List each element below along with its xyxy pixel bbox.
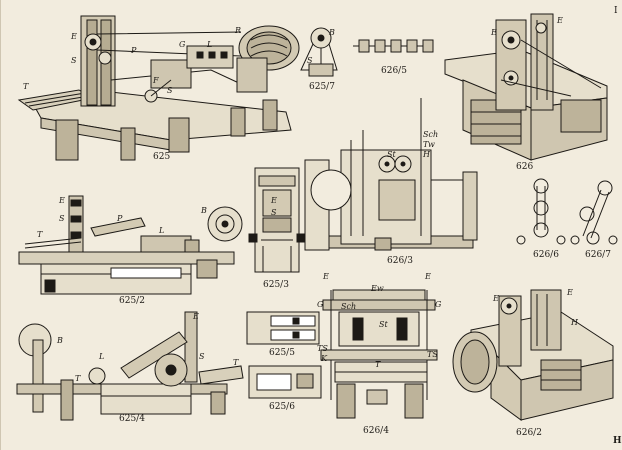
fig-625-4-letter-S: S: [199, 352, 205, 361]
figure-626-3-label: 626/3: [387, 256, 413, 266]
fig-626-4-letter-Ew: Ew: [371, 284, 384, 293]
figure-625-drawing: [17, 15, 300, 161]
fig-626-4-letter-K: K: [321, 354, 327, 363]
fig-625-letter-T: T: [23, 82, 29, 91]
fig-626-4-letter-G2: G: [435, 300, 442, 309]
fig-626-3-letter-Tw: Tw: [423, 140, 435, 149]
fig-626-4-letter-G: G: [317, 300, 324, 309]
figure-626-2-label: 626/2: [516, 428, 542, 438]
figure-625-7-label: 625/7: [309, 82, 335, 92]
figure-626-2-drawing: [452, 289, 614, 421]
figure-625-6-drawing: [248, 365, 322, 399]
figure-625-5-drawing: [246, 311, 320, 345]
figure-625-3-drawing: [248, 167, 306, 273]
fig-626-3-letter-H: H: [423, 150, 430, 159]
fig-626-4-letter-TS2: TS: [427, 350, 438, 359]
fig-625-letter-L: L: [207, 40, 213, 49]
fig-626-4-letter-Sch: Sch: [341, 302, 357, 311]
fig-625-letter-G: G: [179, 40, 186, 49]
fig-625-3-letter-E: E: [271, 196, 277, 205]
fig-626-2-letter-E2: E: [567, 288, 573, 297]
fig-625-4-letter-L: L: [99, 352, 105, 361]
corner-mark-bottom: H: [613, 436, 622, 446]
figure-625-2-label: 625/2: [119, 296, 145, 306]
figure-626-drawing: [444, 13, 608, 161]
figure-626-7-drawing: [570, 180, 618, 245]
figure-625-7-drawing: [300, 27, 338, 77]
fig-626-4-letter-E: E: [323, 272, 329, 281]
fig-625-letter-R: R: [235, 26, 242, 35]
figure-625-label: 625: [153, 152, 171, 162]
figure-626-5-drawing: [353, 39, 434, 53]
fig-625-letter-E: E: [71, 32, 77, 41]
fig-626-4-letter-TS: TS: [317, 344, 328, 353]
fig-625-letter-S: S: [71, 56, 77, 65]
fig-625-7-letter-S: S: [307, 56, 313, 65]
figure-625-4-label: 625/4: [119, 414, 145, 424]
fig-626-2-letter-H: H: [571, 318, 578, 327]
fig-626-4-letter-T: T: [375, 360, 381, 369]
fig-626-3-letter-St: St: [387, 150, 396, 159]
fig-626-letter-E: E: [491, 28, 497, 37]
figure-626-4-label: 626/4: [363, 426, 389, 436]
fig-625-2-letter-B: B: [201, 206, 207, 215]
fig-626-4-letter-E2: E: [425, 272, 431, 281]
figure-625-6-label: 625/6: [269, 402, 295, 412]
figure-625-3-label: 625/3: [263, 280, 289, 290]
fig-626-4-letter-A: A: [401, 326, 407, 335]
fig-625-letter-S2: S: [167, 86, 173, 95]
fig-625-2-letter-P: P: [117, 214, 123, 223]
figure-626-label: 626: [516, 162, 534, 172]
fig-625-4-letter-T2: T: [233, 358, 239, 367]
figure-626-4-drawing: [320, 289, 438, 419]
figure-626-7-label: 626/7: [585, 250, 611, 260]
fig-625-3-letter-S: S: [271, 208, 277, 217]
fig-625-4-letter-B: B: [57, 336, 63, 345]
figure-625-4-drawing: [16, 311, 244, 421]
fig-625-2-letter-E: E: [59, 196, 65, 205]
fig-625-letter-F: F: [153, 76, 159, 85]
fig-626-4-letter-St: St: [379, 320, 388, 329]
fig-625-4-letter-T: T: [75, 374, 81, 383]
fig-626-letter-E2: E: [557, 16, 563, 25]
figure-626-6-label: 626/6: [533, 250, 559, 260]
figure-626-6-drawing: [516, 178, 566, 245]
fig-625-2-letter-S: S: [59, 214, 65, 223]
figure-625-2-drawing: [18, 195, 243, 295]
fig-625-2-letter-L: L: [159, 226, 165, 235]
fig-626-3-letter-Sch: Sch: [423, 130, 439, 139]
figure-626-3-drawing: [304, 98, 478, 251]
fig-626-2-letter-E: E: [493, 294, 499, 303]
fig-625-7-letter-B: B: [329, 28, 335, 37]
figure-626-5-label: 626/5: [381, 66, 407, 76]
fig-625-4-letter-E: E: [193, 312, 199, 321]
corner-mark-top: I: [614, 6, 618, 16]
figure-625-5-label: 625/5: [269, 348, 295, 358]
fig-625-letter-P: P: [131, 46, 137, 55]
fig-625-2-letter-T: T: [37, 230, 43, 239]
